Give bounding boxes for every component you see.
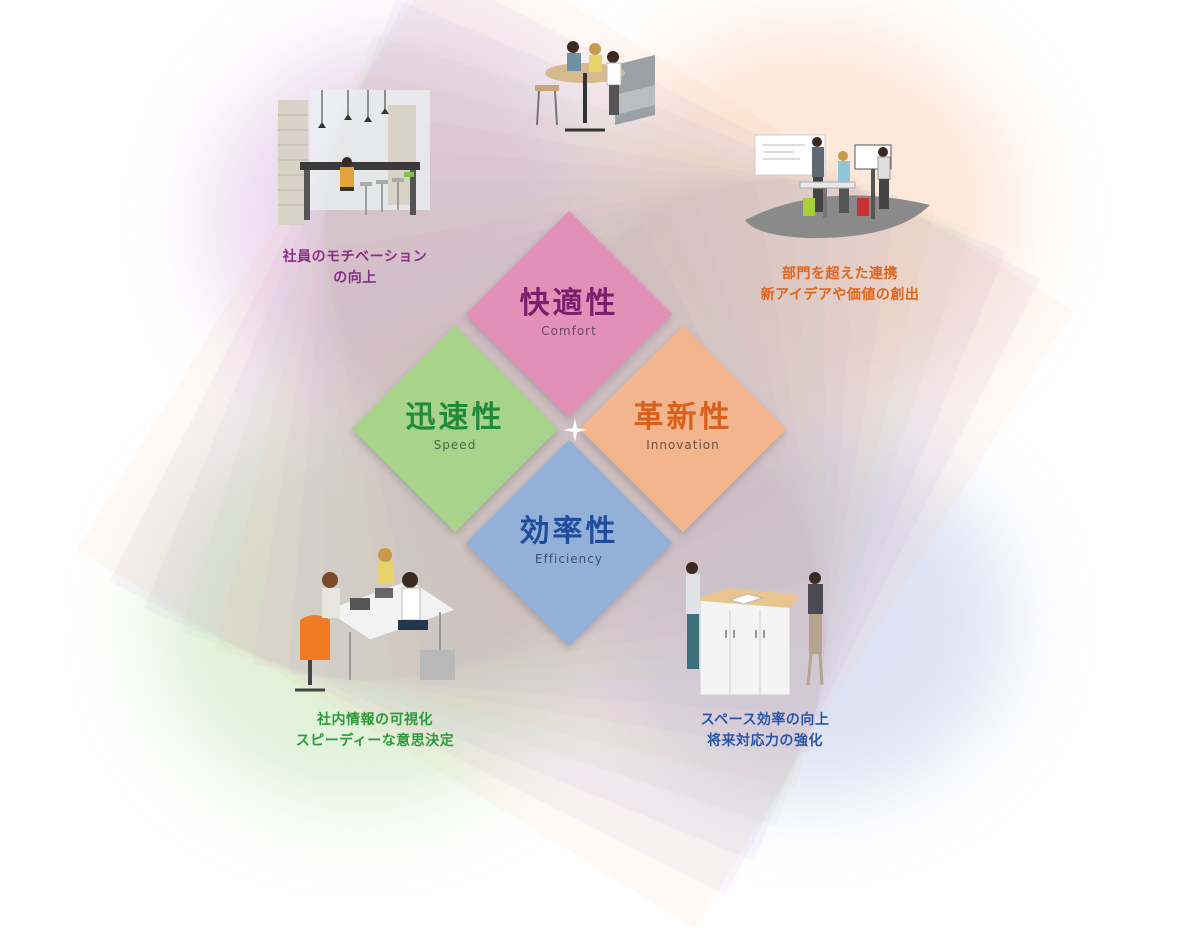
cafe-seating-illustration	[535, 41, 655, 132]
comfort-subtitle: Comfort	[541, 324, 597, 338]
innovation-label: 革新性 Innovation	[583, 400, 783, 452]
efficiency-title: 効率性	[519, 514, 619, 549]
caption-bottom-left-line2: スピーディーな意思決定	[295, 733, 455, 749]
workplace-values-diagram: 快適性 Comfort 迅速性 Speed 革新性 Innovation 効率性…	[150, 20, 1020, 810]
caption-top-left-line2: の向上	[333, 270, 377, 286]
caption-top-left: 社員のモチベーション の向上	[255, 247, 455, 289]
caption-bottom-right-line2: 将来対応力の強化	[707, 733, 823, 749]
caption-top-right-line1: 部門を超えた連携	[782, 266, 898, 282]
standing-meeting-illustration	[745, 134, 930, 239]
team-meeting-illustration	[295, 548, 457, 692]
sparkle-icon	[563, 418, 587, 442]
caption-bottom-right-line1: スペース効率の向上	[700, 712, 830, 728]
innovation-title: 革新性	[633, 400, 733, 435]
efficiency-subtitle: Efficiency	[535, 552, 603, 566]
standing-counter-illustration	[686, 562, 824, 696]
caption-bottom-left-line1: 社内情報の可視化	[317, 712, 433, 728]
caption-bottom-right: スペース効率の向上 将来対応力の強化	[650, 710, 880, 752]
caption-bottom-left: 社内情報の可視化 スピーディーな意思決定	[260, 710, 490, 752]
speed-label: 迅速性 Speed	[355, 400, 555, 452]
caption-top-right: 部門を超えた連携 新アイデアや価値の創出	[725, 264, 955, 306]
speed-subtitle: Speed	[433, 438, 477, 452]
bar-counter-illustration	[278, 90, 430, 225]
caption-top-left-line1: 社員のモチベーション	[282, 249, 428, 265]
comfort-label: 快適性 Comfort	[469, 286, 669, 338]
efficiency-label: 効率性 Efficiency	[469, 514, 669, 566]
speed-title: 迅速性	[405, 400, 505, 435]
caption-top-right-line2: 新アイデアや価値の創出	[760, 287, 920, 303]
comfort-title: 快適性	[519, 286, 619, 321]
innovation-subtitle: Innovation	[646, 438, 720, 452]
